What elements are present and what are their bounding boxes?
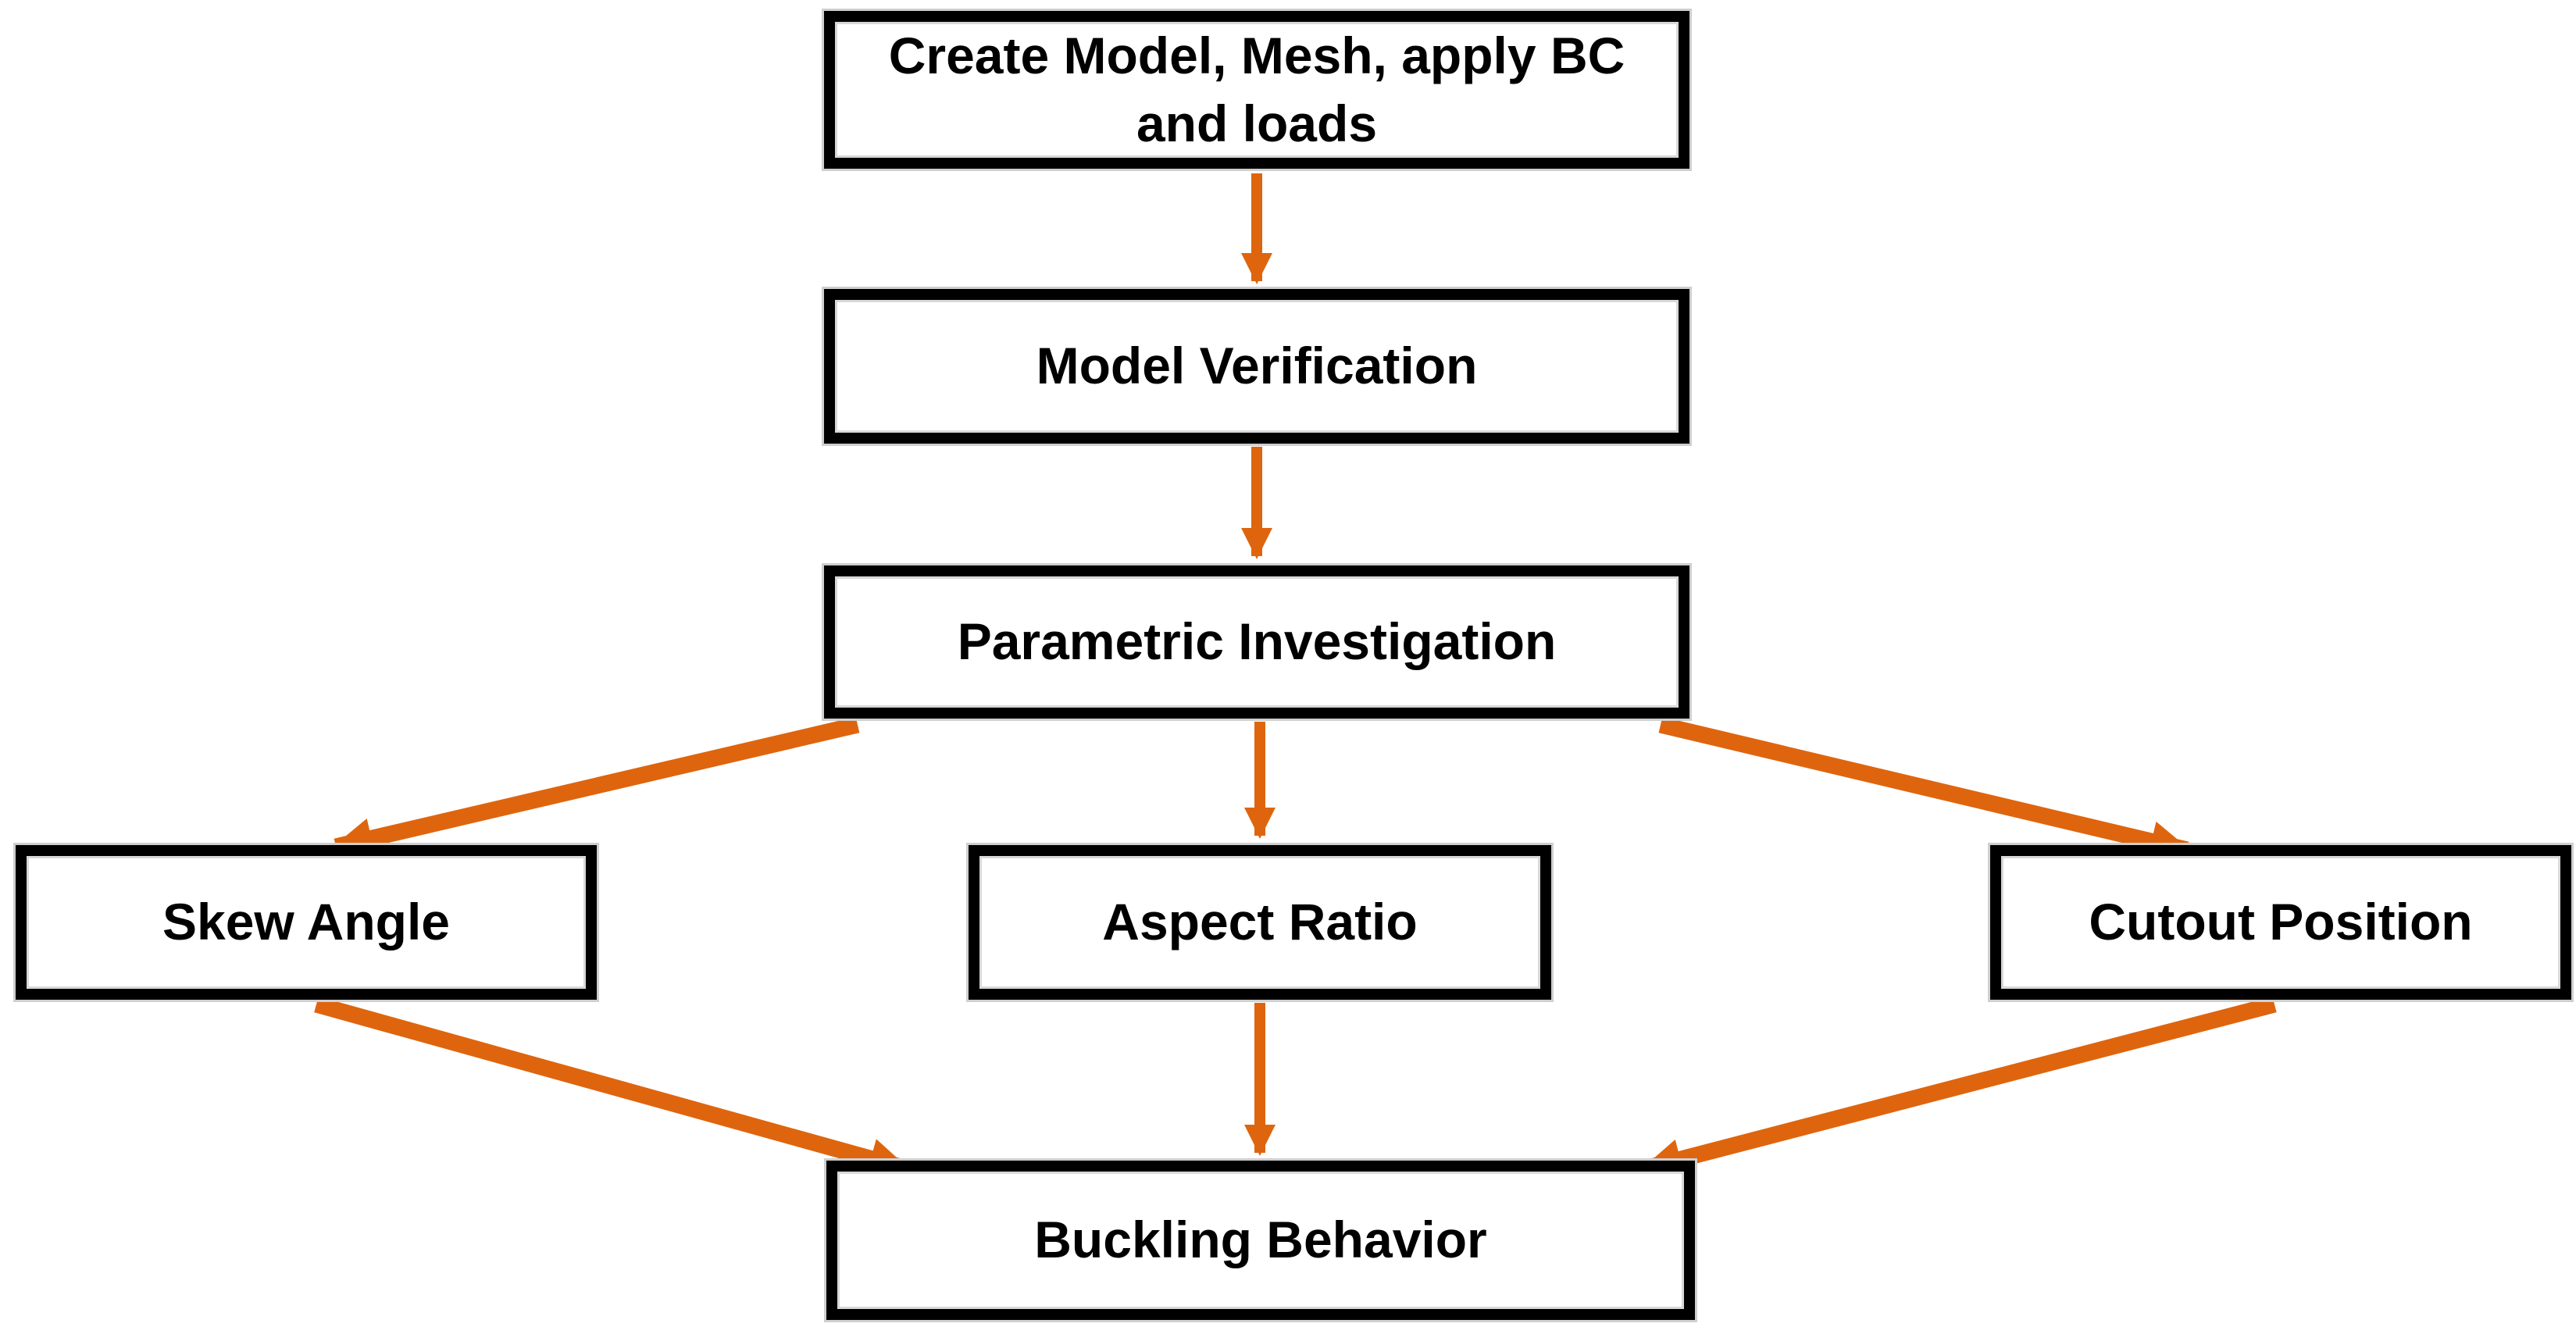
node-create-model-label: Create Model, Mesh, apply BC and loads xyxy=(888,26,1625,152)
node-parametric-investigation-label: Parametric Investigation xyxy=(957,612,1557,671)
node-model-verification: Model Verification xyxy=(824,289,1689,444)
edge-parametric-to-cutout-arrow xyxy=(1658,716,2192,861)
edge-skew-to-buckling-arrow xyxy=(314,996,911,1179)
node-aspect-ratio: Aspect Ratio xyxy=(969,845,1551,1000)
node-cutout-position: Cutout Position xyxy=(1990,845,2571,1000)
node-skew-angle-label: Skew Angle xyxy=(162,893,450,951)
edge-cutout-to-buckling-arrow xyxy=(1640,996,2277,1179)
edge-parametric-to-skew-arrow xyxy=(331,716,860,858)
node-model-verification-label: Model Verification xyxy=(1036,337,1478,395)
node-skew-angle: Skew Angle xyxy=(16,845,597,1000)
node-buckling-behavior-label: Buckling Behavior xyxy=(1034,1211,1487,1269)
node-cutout-position-label: Cutout Position xyxy=(2089,893,2473,951)
node-aspect-ratio-label: Aspect Ratio xyxy=(1102,893,1418,951)
node-create-model: Create Model, Mesh, apply BC and loads xyxy=(824,11,1689,169)
node-buckling-behavior: Buckling Behavior xyxy=(826,1161,1695,1320)
node-parametric-investigation: Parametric Investigation xyxy=(824,565,1689,719)
